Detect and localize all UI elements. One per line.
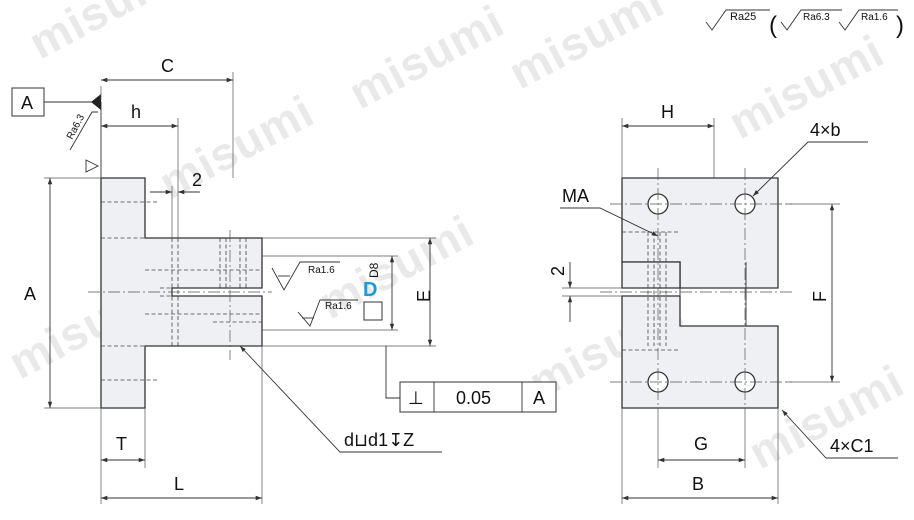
front-view-lower-block xyxy=(621,295,779,409)
datum-a-label: A xyxy=(21,93,33,113)
slot-frame-box xyxy=(363,301,383,321)
tolerance-datum: A xyxy=(533,388,545,408)
dim-a-label: A xyxy=(24,284,36,304)
tolerance-value: 0.05 xyxy=(456,388,491,408)
watermark-text: misumi xyxy=(500,0,672,99)
roughness-main-label: Ra25 xyxy=(730,11,756,23)
dim-slot-label: 2 xyxy=(192,170,202,190)
roughness-open-paren: ( xyxy=(769,12,777,39)
dim-gap-label: 2 xyxy=(548,266,568,276)
roughness-legend: Ra25 ( Ra6.3 Ra1.6 ) xyxy=(705,9,904,39)
slot-lower-roughness: Ra1.6 xyxy=(325,301,352,312)
tolerance-symbol: ⊥ xyxy=(408,388,424,408)
dim-h-label: h xyxy=(131,102,141,122)
side-view-body xyxy=(100,177,263,409)
dim-f-label: F xyxy=(810,291,830,302)
slot-d-letter: D xyxy=(363,279,377,301)
watermark-text: misumi xyxy=(150,84,322,208)
roughness-alt2-label: Ra1.6 xyxy=(861,12,888,23)
dim-h-front-label: H xyxy=(661,102,674,122)
watermark-text: misumi xyxy=(720,24,892,148)
roughness-alt1-label: Ra6.3 xyxy=(803,12,830,23)
slot-d8-label: D8 xyxy=(367,262,381,278)
side-view: A Ra6.3 C h 2 A E D D8 xyxy=(11,56,557,504)
holes-callout: 4×b xyxy=(810,120,841,140)
chamfer-callout: 4×C1 xyxy=(830,436,874,456)
datum-a-box xyxy=(11,87,45,117)
front-view: H 4×b MA 2 F G B 4×C1 xyxy=(548,102,898,504)
counterbore-callout: d⊔d1↧Z xyxy=(344,430,414,450)
dim-t-label: T xyxy=(116,434,127,454)
dim-b-label: B xyxy=(692,474,704,494)
dim-l-label: L xyxy=(174,474,184,494)
tolerance-frame: ⊥ 0.05 A xyxy=(399,381,557,413)
left-face-roughness: Ra6.3 xyxy=(65,112,87,141)
dim-e-label: E xyxy=(414,290,434,302)
watermark-text: misumi xyxy=(340,0,512,119)
dim-c-label: C xyxy=(161,56,174,76)
roughness-close-paren: ) xyxy=(896,12,904,39)
tap-callout: MA xyxy=(562,186,589,206)
dim-g-label: G xyxy=(694,434,708,454)
slot-upper-roughness: Ra1.6 xyxy=(308,265,335,276)
